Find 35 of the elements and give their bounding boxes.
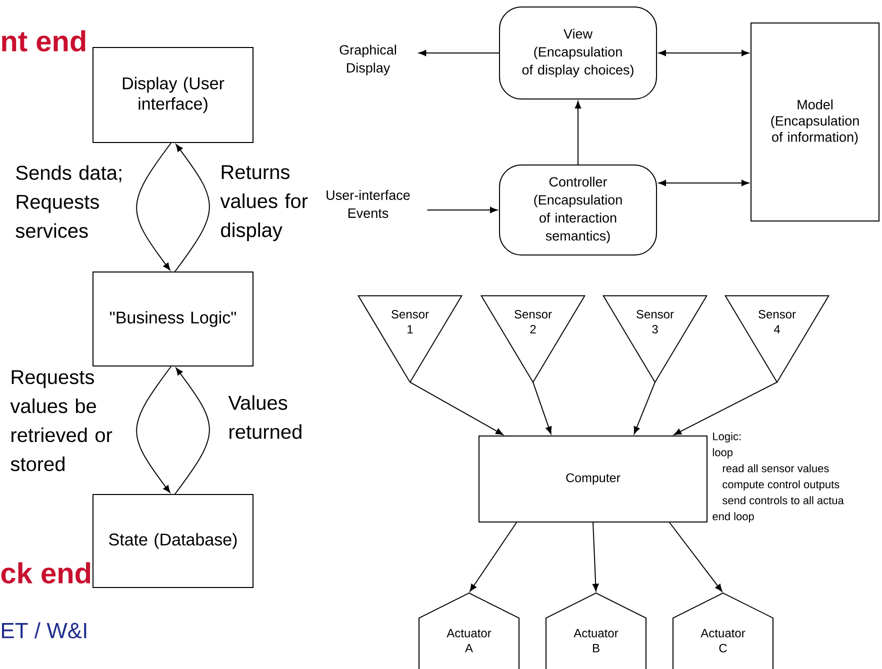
- arrow: [669, 522, 722, 592]
- arrow: [634, 382, 656, 434]
- arrow: [658, 50, 750, 56]
- rounded-box: View (Encapsulation of display choices): [499, 6, 657, 100]
- rounded-box: Controller (Encapsulation of interaction semantics): [499, 164, 657, 256]
- footer-text: ET / W&I: [2, 622, 86, 638]
- edge-label: Values returned: [228, 395, 302, 439]
- arrow: [470, 522, 517, 592]
- process-box: State (Database): [92, 494, 254, 588]
- process-box: Model (Encapsulation of information): [750, 22, 880, 222]
- arrow: [574, 101, 582, 165]
- text-label: Graphical Display: [340, 44, 396, 76]
- arrow: [418, 50, 500, 56]
- arrow: [532, 382, 552, 434]
- arrow: [592, 522, 599, 592]
- edge-label: Sends data; Requests services: [16, 165, 122, 238]
- edge-label: Returns values for display: [220, 165, 308, 242]
- arrow: [410, 382, 504, 436]
- code-text: read all sensor values: [722, 464, 829, 472]
- code-text: Logic:: [713, 432, 741, 442]
- process-box: Display (User interface): [92, 47, 254, 143]
- arrow: [674, 382, 778, 436]
- process-box: Computer: [478, 436, 708, 522]
- code-text: send controls to all actua: [722, 496, 844, 504]
- process-box: "Business Logic": [92, 272, 254, 366]
- arrow: [658, 180, 750, 186]
- arrow: [174, 144, 210, 272]
- code-text: compute control outputs: [722, 480, 840, 490]
- arrow: [136, 366, 172, 493]
- arrow: [174, 368, 210, 494]
- section-heading: nt end: [2, 30, 86, 52]
- text-label: User-interface Events: [326, 190, 410, 218]
- edge-label: Requests values be retrieved or stored: [10, 370, 112, 472]
- arrow: [426, 206, 498, 214]
- arrow: [136, 142, 172, 270]
